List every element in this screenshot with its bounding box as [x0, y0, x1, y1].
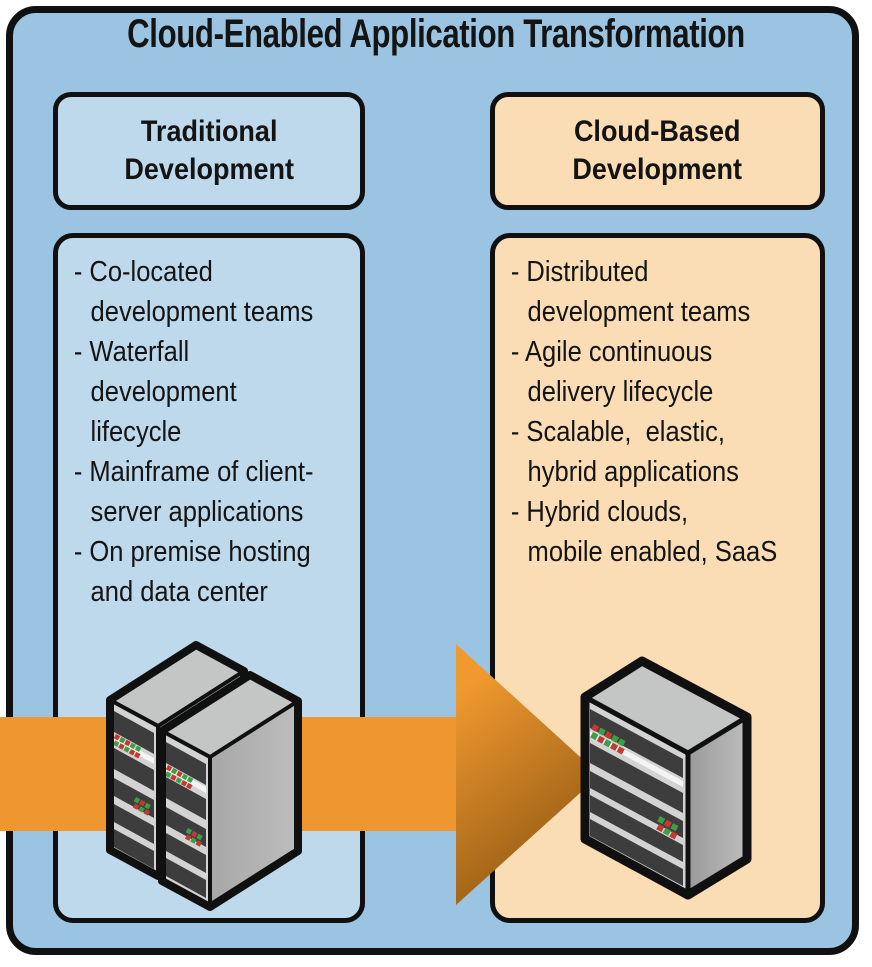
list-item: - Co-located development teams [73, 256, 314, 328]
cloud-header-label: Cloud-Based Development [572, 115, 743, 186]
list-item: - Mainframe of client- server applicatio… [73, 456, 314, 528]
traditional-header-box: Traditional Development [53, 92, 365, 210]
list-item: - Scalable, elastic, hybrid applications [510, 416, 739, 488]
list-item: - Agile continuous delivery lifecycle [510, 336, 714, 408]
list-item: - On premise hosting and data center [73, 536, 311, 608]
traditional-header-label: Traditional Development [124, 115, 294, 186]
list-item: - Waterfall development lifecycle [73, 336, 237, 448]
list-item: - Hybrid clouds, mobile enabled, SaaS [510, 496, 778, 568]
diagram-title: Cloud-Enabled Application Transformation [127, 12, 745, 56]
cloud-item-list: - Distributed development teams - Agile … [495, 238, 836, 572]
traditional-item-list: - Co-located development teams - Waterfa… [58, 238, 399, 612]
list-item: - Distributed development teams [510, 256, 751, 328]
traditional-list-box: - Co-located development teams - Waterfa… [53, 233, 365, 923]
cloud-list-box: - Distributed development teams - Agile … [490, 233, 825, 923]
cloud-header-box: Cloud-Based Development [490, 92, 825, 210]
